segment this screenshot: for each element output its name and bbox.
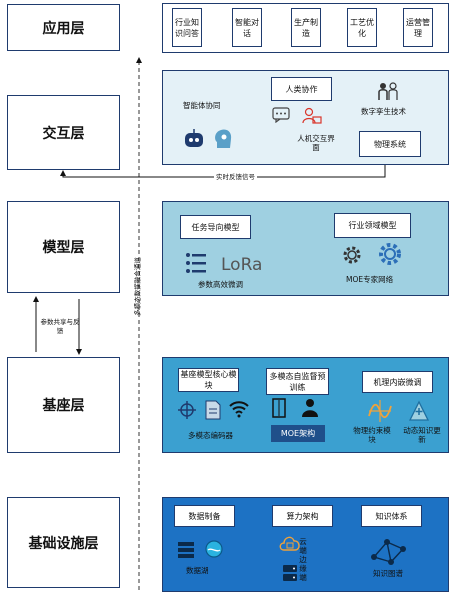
compute-box: 算力架构 — [272, 505, 333, 527]
data-lake-label: 数据湖 — [186, 566, 209, 575]
user-computer-icon — [302, 107, 322, 131]
layer-base: 基座层 — [7, 357, 120, 453]
peft-label: 参数高效微调 — [198, 280, 243, 289]
server-icon — [282, 564, 298, 586]
core-module-box: 基座模型核心模块 — [178, 368, 239, 392]
knowledge-graph-label: 知识图谱 — [373, 569, 403, 578]
layer-base-label: 基座层 — [42, 398, 85, 414]
digital-twin-icon — [376, 82, 400, 106]
layer-infra-label: 基础设施层 — [28, 535, 99, 552]
app-item-2: 智能对话 — [232, 8, 262, 47]
wifi-icon — [228, 400, 250, 422]
chat-icon — [272, 107, 290, 127]
agent-coop-label: 智能体协同 — [183, 101, 221, 110]
industry-model-box: 行业领域模型 — [334, 213, 411, 238]
app-item-5: 运营管理 — [403, 8, 433, 47]
lake-icon — [204, 539, 224, 563]
lora-label: LoRa — [221, 255, 263, 275]
mechanism-box: 机理内嵌微调 — [362, 371, 433, 393]
target-icon — [177, 400, 197, 424]
document-icon — [204, 400, 222, 424]
gear-blue-icon — [376, 240, 404, 272]
app-item-1: 行业知识问答 — [172, 8, 202, 47]
multimodal-label: 多模态数据融合通道 — [133, 257, 142, 316]
moe-label: MOE专家网络 — [346, 275, 394, 284]
graph-icon — [369, 537, 409, 571]
data-prep-box: 数据制备 — [174, 505, 235, 527]
gear-icon — [340, 243, 364, 271]
moe-arch-box: MOE架构 — [271, 425, 325, 442]
person-icon — [301, 398, 319, 422]
app-item-4: 工艺优化 — [347, 8, 377, 47]
human-coop-box: 人类协作 — [271, 77, 332, 101]
ai-head-icon — [213, 128, 233, 154]
cloud-icon — [279, 534, 301, 556]
encoder-label: 多模态编码器 — [188, 431, 233, 440]
cloud-edge-label: 云端边缘端 — [299, 537, 307, 582]
list-icon — [185, 252, 209, 278]
self-supervised-box: 多模态自监督预训练 — [266, 368, 329, 395]
physics-module-label: 物理约束模块 — [353, 426, 391, 444]
layer-interaction-label: 交互层 — [42, 125, 85, 142]
knowledge-box: 知识体系 — [361, 505, 422, 527]
feedback-label: 实时反馈信号 — [214, 173, 257, 182]
layer-app-label: 应用层 — [42, 20, 85, 37]
physical-system-box: 物理系统 — [359, 131, 421, 157]
layer-interaction: 交互层 — [7, 95, 120, 170]
app-item-3: 生产制造 — [291, 8, 321, 47]
phone-icon — [272, 398, 286, 422]
hmi-label: 人机交互界面 — [297, 134, 335, 152]
database-icon — [177, 541, 195, 563]
wave-chart-icon — [367, 398, 393, 428]
side-arrow-label: 参数共享与反馈 — [40, 318, 80, 335]
robot-icon — [183, 129, 205, 153]
layer-infra: 基础设施层 — [7, 497, 120, 588]
task-model-box: 任务导向模型 — [180, 215, 251, 239]
digital-twin-label: 数字孪生技术 — [361, 107, 406, 116]
dynamic-knowledge-label: 动态知识更新 — [403, 426, 441, 444]
knowledge-update-icon — [407, 399, 431, 427]
layer-model-label: 模型层 — [42, 240, 85, 256]
layer-app: 应用层 — [7, 4, 120, 51]
layer-model: 模型层 — [7, 201, 120, 293]
